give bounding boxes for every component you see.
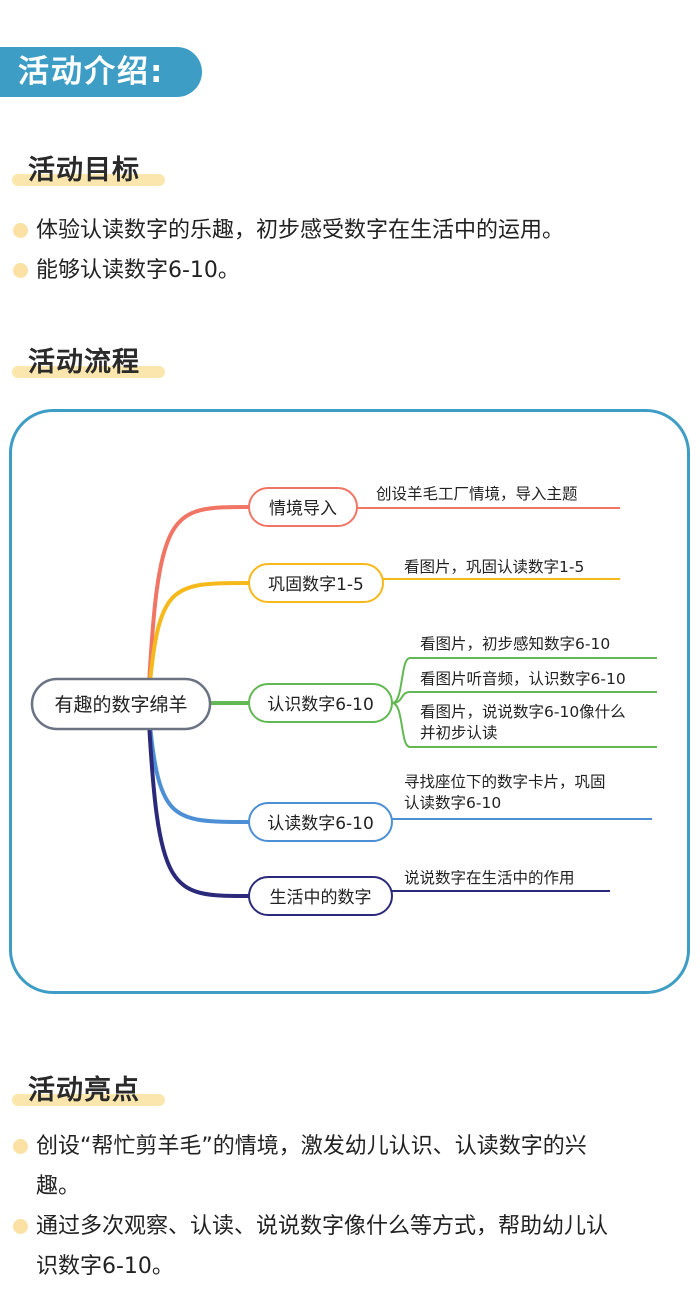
goal-text: 能够认读数字6-10。	[36, 258, 240, 283]
highlights-heading-text: 活动亮点	[28, 1075, 140, 1106]
list-item: 创设“帮忙剪羊毛”的情境，激发幼儿认识、认读数字的兴 趣。	[10, 1127, 695, 1207]
intro-banner-title: 活动介绍:	[18, 54, 165, 90]
list-item: 通过多次观察、认读、说说数字像什么等方式，帮助幼儿认 识数字6-10。	[10, 1207, 695, 1287]
intro-banner: 活动介绍:	[0, 47, 202, 97]
highlight-line: 通过多次观察、认读、说说数字像什么等方式，帮助幼儿认	[36, 1214, 609, 1239]
highlight-line: 识数字6-10。	[36, 1254, 174, 1279]
heading-highlight	[12, 174, 165, 186]
highlight-line: 创设“帮忙剪羊毛”的情境，激发幼儿认识、认读数字的兴	[36, 1134, 587, 1159]
highlight-line: 趣。	[36, 1174, 81, 1199]
highlights-list: 创设“帮忙剪羊毛”的情境，激发幼儿认识、认读数字的兴 趣。 通过多次观察、认读、…	[10, 1127, 695, 1287]
list-item: 体验认读数字的乐趣，初步感受数字在生活中的运用。	[10, 211, 695, 251]
goals-heading-text: 活动目标	[28, 155, 140, 186]
goals-list: 体验认读数字的乐趣，初步感受数字在生活中的运用。 能够认读数字6-10。	[10, 211, 695, 291]
bullet-dot-icon	[13, 263, 28, 278]
bullet-dot-icon	[13, 1219, 28, 1234]
bullet-dot-icon	[13, 1139, 28, 1154]
bullet-dot-icon	[13, 223, 28, 238]
goal-text: 体验认读数字的乐趣，初步感受数字在生活中的运用。	[36, 218, 565, 243]
process-heading-text: 活动流程	[28, 347, 140, 378]
list-item: 能够认读数字6-10。	[10, 251, 695, 291]
heading-highlight	[12, 1094, 165, 1106]
heading-highlight	[12, 366, 165, 378]
mindmap-frame	[9, 409, 690, 994]
